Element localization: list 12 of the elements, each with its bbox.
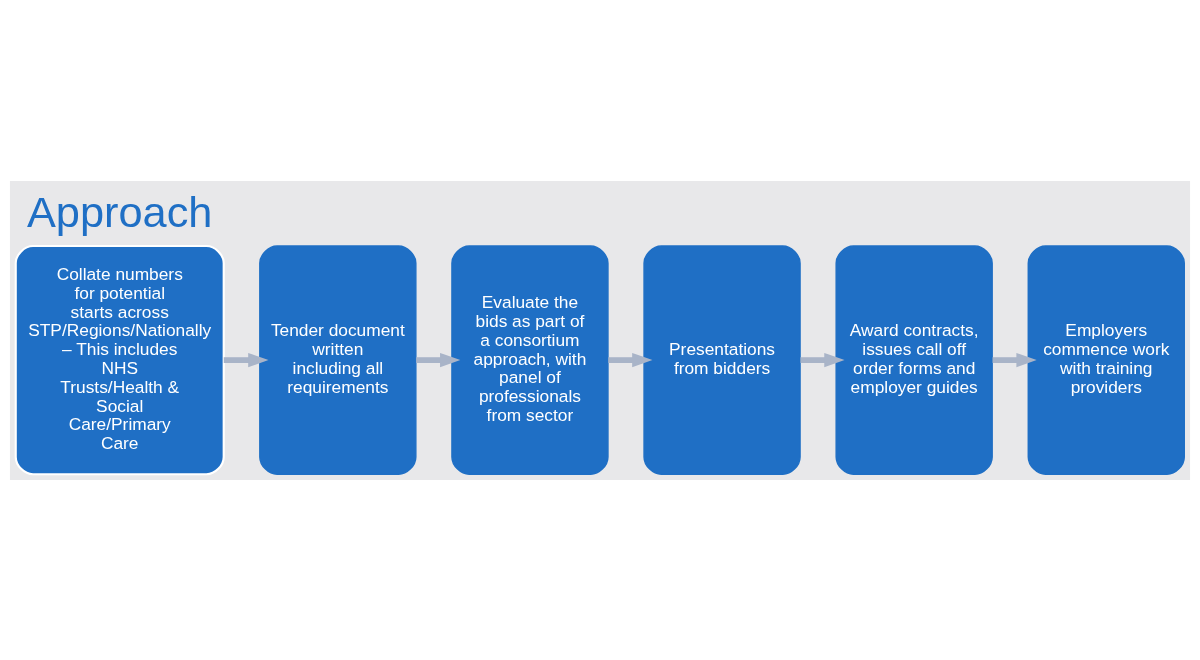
node-box: Evaluate the bids as part of a consortium approach, with panel of professionals from sector — [451, 244, 609, 475]
arrow — [800, 352, 845, 367]
node-box: Tender document written including all requirements — [259, 244, 417, 475]
arrow — [608, 352, 653, 367]
node-box: Employers commence work with training providers — [1027, 244, 1185, 475]
node-box: Award contracts, issues call off order forms and employer guides — [835, 244, 993, 475]
arrow — [416, 352, 461, 367]
arrow — [992, 352, 1037, 367]
node-box: Collate numbers for potential starts across STP/Regions/Nationally – This includes NHS Trusts/Health & Social Care/Primary Care — [14, 244, 225, 475]
node-box: Presentations from bidders — [643, 244, 801, 475]
arrow — [223, 352, 269, 367]
diagram-title: Approach — [26, 187, 213, 236]
